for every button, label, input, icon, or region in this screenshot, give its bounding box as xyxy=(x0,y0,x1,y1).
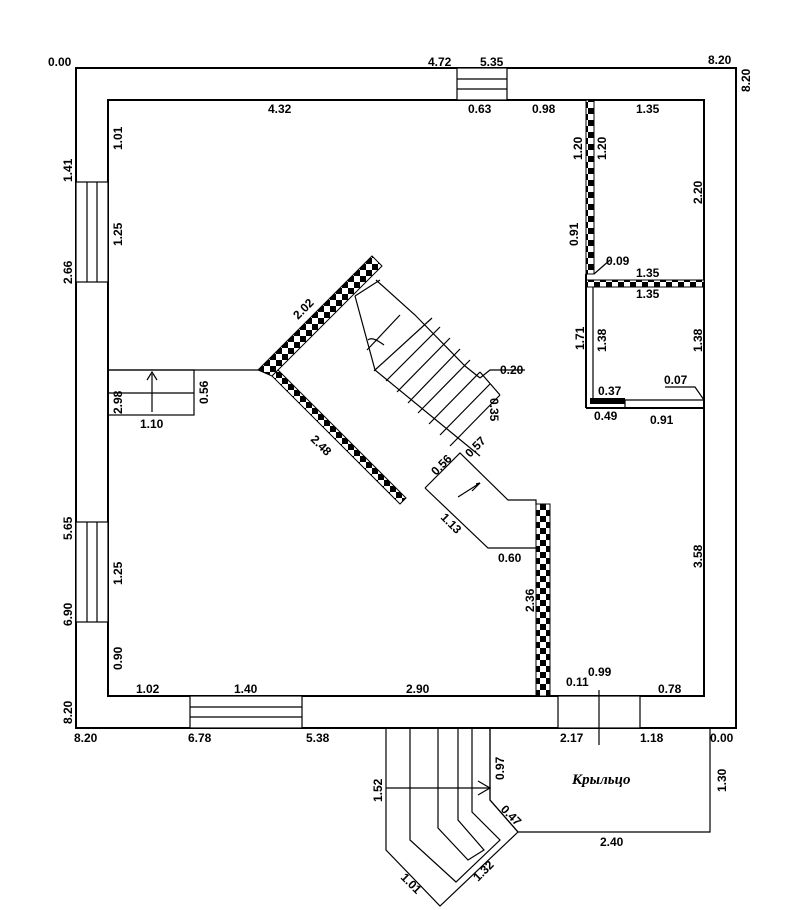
dim-left-gap-top: 1.01 xyxy=(111,126,125,150)
dim-top-right: 8.20 xyxy=(708,53,732,67)
porch-label: Крыльцо xyxy=(571,772,630,788)
left-window-lower xyxy=(75,521,109,623)
wall-niche xyxy=(107,369,195,416)
dim-left-gap-bottom: 0.90 xyxy=(111,646,125,670)
dim-top-window-to: 5.35 xyxy=(480,55,504,69)
dim-landing-b: 0.56 xyxy=(428,451,455,478)
staircase xyxy=(108,255,537,549)
dim-top-window-width: 0.63 xyxy=(468,102,492,116)
dim-top-right-gap: 0.98 xyxy=(532,102,556,116)
dim-room2-inner: 1.38 xyxy=(595,328,609,352)
dim-porch-diag-a: 1.01 xyxy=(398,870,425,897)
dim-porch-flight: 1.52 xyxy=(371,778,385,802)
dim-porch-h: 1.30 xyxy=(715,768,729,792)
dim-bottom-left: 8.20 xyxy=(74,731,98,745)
dim-gap-a: 0.49 xyxy=(594,409,618,423)
dim-top-left: 0.00 xyxy=(48,55,72,69)
dim-br-e: 1.18 xyxy=(640,731,664,745)
dim-step-side: 0.35 xyxy=(487,398,501,422)
dim-porch-step-a: 0.97 xyxy=(493,756,507,780)
dim-run-lower: 1.13 xyxy=(438,510,465,537)
dim-room2-right: 1.38 xyxy=(691,328,705,352)
dim-niche-b: 0.56 xyxy=(197,380,211,404)
dim-porch-w: 2.40 xyxy=(600,835,624,849)
left-window-upper xyxy=(75,181,109,283)
dim-room2-bottom: 1.35 xyxy=(636,287,660,301)
dim-wall-seg3: 0.91 xyxy=(567,222,581,246)
dim-bottom-right: 0.00 xyxy=(710,731,734,745)
right-rooms xyxy=(585,99,705,409)
dim-bottom-right-gap: 2.90 xyxy=(406,682,430,696)
dim-room2-left: 1.71 xyxy=(573,326,587,350)
dim-br-b: 0.99 xyxy=(588,665,612,679)
dim-step-top: 0.20 xyxy=(500,363,524,377)
dim-room-width: 1.35 xyxy=(636,102,660,116)
dim-bottom-window-from: 6.78 xyxy=(188,731,212,745)
dim-bottom-left-gap: 1.02 xyxy=(136,682,160,696)
top-window xyxy=(456,67,508,101)
dim-br-c: 0.78 xyxy=(658,682,682,696)
outer-wall-outline xyxy=(75,67,737,729)
dim-bottom-window-width: 1.40 xyxy=(234,682,258,696)
dim-left-w1-width: 1.25 xyxy=(111,222,125,246)
dim-partition-h: 2.36 xyxy=(523,588,537,612)
dim-left-w1-from: 1.41 xyxy=(61,158,75,182)
entrance-door-opening xyxy=(557,690,641,745)
dim-wall-seg1: 1.20 xyxy=(571,136,585,160)
dim-run-end: 0.60 xyxy=(498,551,522,565)
bottom-window xyxy=(189,695,303,729)
dim-door-b: 0.07 xyxy=(664,373,688,387)
dim-niche-a: 2.98 xyxy=(111,390,125,414)
dim-partition: 0.09 xyxy=(606,254,630,268)
partition-wall xyxy=(535,503,551,697)
dim-left-w2-from: 5.65 xyxy=(61,516,75,540)
dim-niche-w: 1.10 xyxy=(140,417,164,431)
dim-door-a: 0.37 xyxy=(598,384,622,398)
dim-top-window-from: 4.72 xyxy=(428,55,452,69)
dim-top-left-gap: 4.32 xyxy=(268,102,292,116)
dim-landing-a: 0.57 xyxy=(462,433,489,460)
dim-bottom-window-to: 5.38 xyxy=(306,731,330,745)
dim-porch-diag-b: 1.32 xyxy=(470,857,497,884)
dim-left-w2-to: 6.90 xyxy=(61,602,75,626)
dim-room2-top: 1.35 xyxy=(636,266,660,280)
dim-gap-b: 0.91 xyxy=(650,413,674,427)
dim-br-d: 2.17 xyxy=(560,731,584,745)
dim-right-wall: 3.58 xyxy=(691,544,705,568)
dim-room-height: 2.20 xyxy=(691,180,705,204)
dim-left-w1-to: 2.66 xyxy=(61,260,75,284)
dim-left-w2-width: 1.25 xyxy=(111,561,125,585)
dim-porch-step-b: 0.47 xyxy=(498,802,525,829)
dim-right-top: 8.20 xyxy=(739,68,753,92)
dim-left-bottom: 8.20 xyxy=(61,700,75,724)
dim-stair-wall-lower: 2.48 xyxy=(308,432,335,459)
dim-wall-seg2: 1.20 xyxy=(595,136,609,160)
dim-br-a: 0.11 xyxy=(566,675,589,689)
porch xyxy=(385,727,711,907)
